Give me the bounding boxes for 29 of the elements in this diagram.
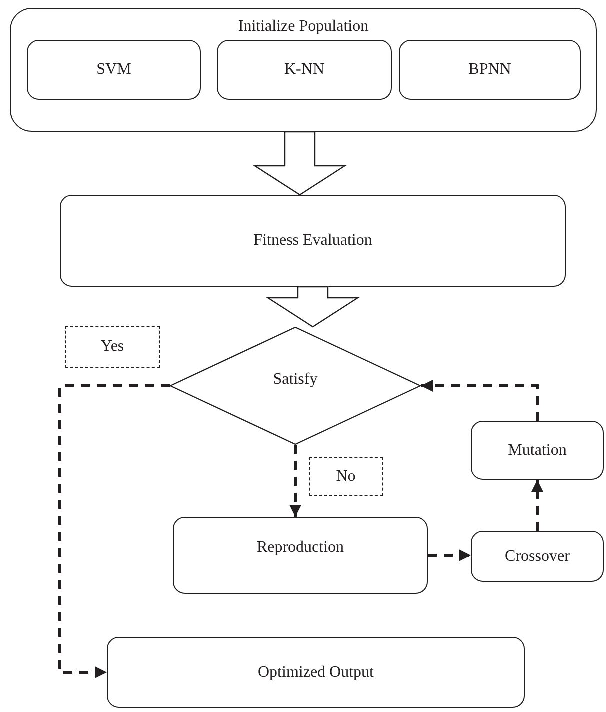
process-box: [27, 40, 201, 100]
node-label: Optimized Output: [258, 662, 374, 682]
process-box: [471, 421, 604, 480]
node-label: Crossover: [505, 546, 570, 566]
node-label: Initialize Population: [238, 17, 369, 37]
node-label: Reproduction: [256, 538, 344, 558]
node-label: Fitness Evaluation: [254, 231, 372, 251]
process-box: [60, 195, 566, 287]
node-label: Satisfy: [273, 371, 318, 388]
arrow: [532, 480, 544, 531]
group-box: [10, 8, 597, 132]
process-box: [173, 517, 428, 594]
node-label: K-NN: [284, 60, 324, 80]
block-arrow: [252, 131, 348, 196]
node-label: SVM: [96, 60, 132, 80]
decision-diamond: [170, 327, 421, 445]
arrow: [421, 380, 539, 421]
arrow: [428, 550, 471, 562]
arrow: [290, 445, 302, 517]
edge-label: Yes: [65, 326, 160, 368]
arrow: [58, 384, 170, 678]
process-box: [399, 40, 581, 100]
node-label: BPNN: [468, 60, 512, 80]
block-arrow: [266, 286, 360, 328]
node-label: Mutation: [508, 440, 567, 460]
output-box: [107, 637, 525, 708]
edge-label: No: [309, 457, 383, 496]
process-box: [217, 40, 392, 100]
process-box: [471, 531, 604, 582]
